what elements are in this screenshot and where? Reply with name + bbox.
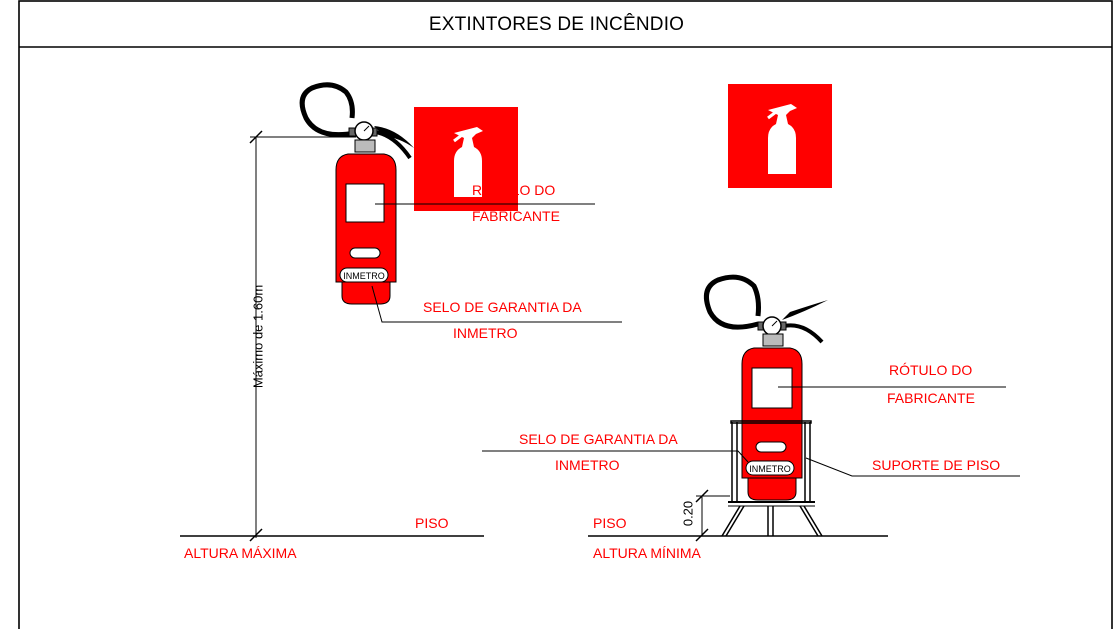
inmetro-seal [339, 267, 389, 283]
right-label-selo-line1: SELO DE GARANTIA DA [519, 431, 678, 447]
sheet-border [18, 0, 1113, 629]
right-label-rotulo-line2: FABRICANTE [887, 390, 975, 406]
right-extinguisher [703, 274, 828, 501]
max-height-dimension-text: Máximo de 1.60m [250, 284, 266, 389]
left-floor-label: PISO [415, 515, 449, 531]
page-title: EXTINTORES DE INCÊNDIO [428, 14, 685, 35]
right-height-label: ALTURA MÍNIMA [593, 545, 701, 561]
manufacturer-label [751, 367, 793, 409]
floor-support-stand [721, 420, 823, 537]
left-label-rotulo-line1: RÓTULO DO [472, 182, 556, 198]
floor-support-label: SUPORTE DE PISO [872, 457, 1001, 473]
left-label-selo-line1: SELO DE GARANTIA DA [423, 299, 582, 315]
min-height-dimension-text: 0.20 [680, 500, 696, 527]
left-label-rotulo-line2: FABRICANTE [472, 208, 560, 224]
inmetro-seal [745, 460, 795, 476]
right-floor-label: PISO [593, 515, 627, 531]
right-label-selo-line2: INMETRO [555, 457, 620, 473]
left-height-label: ALTURA MÁXIMA [184, 545, 297, 561]
extinguisher-sign [726, 82, 834, 190]
left-extinguisher [299, 82, 414, 305]
right-seal-text: INMETRO [749, 464, 791, 474]
manufacturer-label [345, 183, 385, 223]
left-seal-text: INMETRO [343, 271, 385, 281]
left-label-selo-line2: INMETRO [453, 325, 518, 341]
right-label-rotulo-line1: RÓTULO DO [889, 362, 973, 378]
